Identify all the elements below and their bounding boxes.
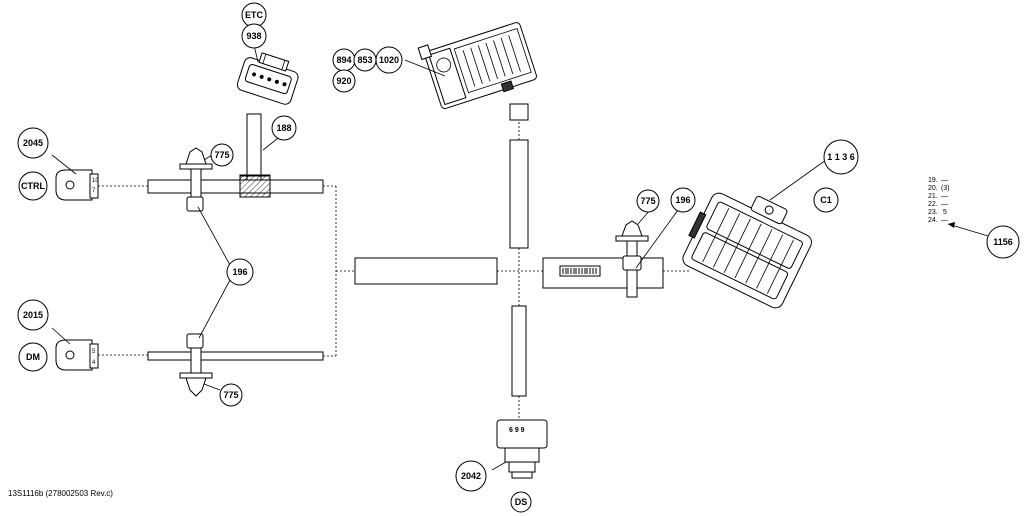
callout-853: 853	[353, 48, 377, 72]
ctrl-pin-label-b: 7	[92, 188, 96, 194]
harness-trunk-left	[354, 257, 498, 285]
pin-list-item-pin: 21.	[928, 193, 938, 200]
pin-list-item-value: —	[941, 201, 948, 208]
sensor-label: 6 9 9	[509, 427, 525, 434]
callout-ctrl: CTRL	[18, 171, 48, 201]
svg-text:2045: 2045	[23, 138, 43, 148]
svg-text:775: 775	[223, 390, 238, 400]
pin-list-item-value: —	[941, 193, 948, 200]
harness-branch-upper	[147, 179, 324, 194]
pin-list-item-pin: 23.	[928, 209, 938, 216]
callout-2045: 2045	[17, 127, 49, 159]
callout-1156: 1156	[986, 225, 1020, 259]
svg-text:1020: 1020	[379, 55, 399, 65]
svg-text:ETC: ETC	[245, 10, 264, 20]
callout-196-mid: 196	[226, 258, 254, 286]
ctrl-plug: 10 7	[55, 169, 99, 201]
callout-938: 938	[241, 23, 267, 49]
callout-188: 188	[271, 115, 297, 141]
svg-text:1 1 3 6: 1 1 3 6	[827, 152, 855, 162]
callout-1136: 1 1 3 6	[823, 139, 859, 175]
drawing-id: 13S1116b (278002503 Rev.c)	[8, 489, 113, 498]
harness-branch-lower	[147, 351, 324, 361]
svg-text:775: 775	[214, 150, 229, 160]
dm-pin-label-b: 4	[92, 360, 96, 366]
tie-strap-lower	[179, 333, 213, 397]
pin-list-item-value: —	[941, 177, 948, 184]
callout-775-top: 775	[210, 143, 234, 167]
callout-2015: 2015	[17, 299, 49, 331]
svg-text:938: 938	[246, 31, 261, 41]
right-main-connector	[682, 192, 812, 309]
pin-list-item-value: 5	[943, 209, 947, 216]
pin-list-item-pin: 24.	[928, 217, 938, 224]
svg-text:920: 920	[336, 76, 351, 86]
svg-text:196: 196	[675, 195, 690, 205]
svg-text:1156: 1156	[993, 237, 1013, 247]
svg-text:2015: 2015	[23, 310, 43, 320]
etc-branch-tube	[246, 113, 262, 181]
callout-775-right: 775	[636, 189, 660, 213]
barcode-label	[559, 265, 601, 277]
svg-text:188: 188	[276, 123, 291, 133]
pin-list-item-value: —	[941, 217, 948, 224]
svg-text:2042: 2042	[461, 471, 481, 481]
svg-text:775: 775	[640, 196, 655, 206]
callout-dm: DM	[18, 342, 48, 372]
callout-196-right: 196	[670, 187, 696, 213]
dm-plug: 5 4	[55, 339, 99, 371]
callout-etc: ETC	[241, 2, 267, 28]
pin-list-item-pin: 22.	[928, 201, 938, 208]
pin-list: 19. — 20. (3) 21. — 22. — 23. 5 24. —	[928, 177, 950, 224]
tie-strap-right	[615, 220, 649, 298]
harness-branch-bottom	[511, 305, 527, 397]
top-main-connector	[417, 22, 537, 121]
svg-text:DM: DM	[26, 352, 40, 362]
ctrl-pin-label-a: 10	[92, 178, 99, 184]
callout-c1: C1	[813, 187, 839, 213]
pin-list-item-pin: 19.	[928, 177, 938, 184]
svg-text:853: 853	[357, 55, 372, 65]
callout-775-bottom: 775	[219, 383, 243, 407]
pin-list-item-value: (3)	[941, 185, 950, 192]
pin-list-item-pin: 20.	[928, 185, 938, 192]
svg-text:C1: C1	[820, 195, 832, 205]
svg-text:DS: DS	[515, 497, 528, 507]
callout-1020: 1020	[375, 46, 403, 74]
callout-894: 894	[332, 48, 356, 72]
callout-ds: DS	[510, 491, 532, 513]
harness-wires	[98, 118, 690, 420]
etc-connector	[236, 52, 299, 198]
ds-sensor: 6 9 9	[496, 419, 548, 479]
callout-920: 920	[332, 69, 356, 93]
callout-2042: 2042	[455, 460, 487, 492]
tie-strap-upper	[179, 147, 213, 212]
svg-text:894: 894	[336, 55, 351, 65]
svg-text:196: 196	[232, 267, 247, 277]
harness-branch-top	[509, 139, 529, 249]
dm-pin-label-a: 5	[92, 349, 96, 355]
svg-text:CTRL: CTRL	[21, 181, 45, 191]
